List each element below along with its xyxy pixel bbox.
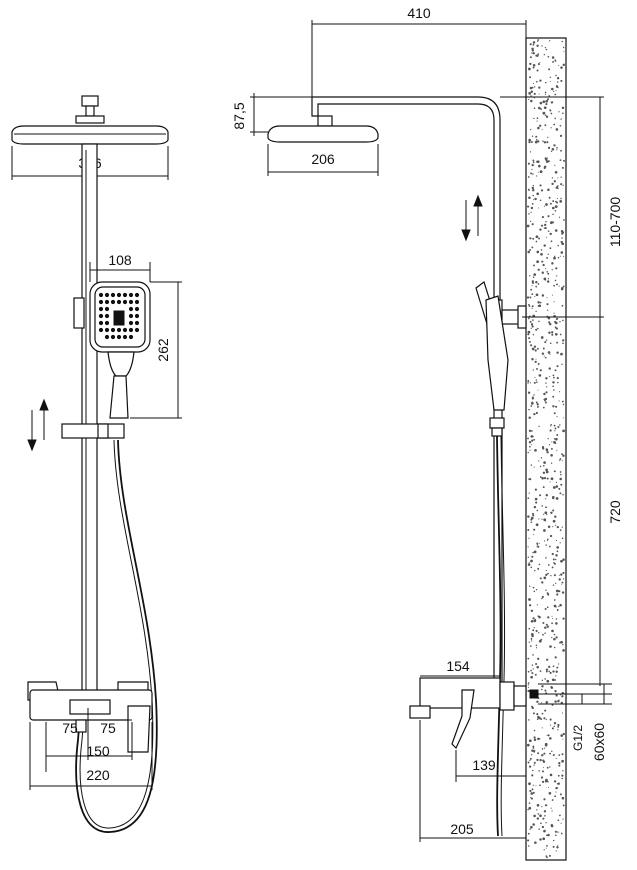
side-head-mount bbox=[317, 115, 333, 127]
label-720: 720 bbox=[607, 500, 623, 524]
dim-arm-reach: 410 bbox=[311, 5, 527, 100]
label-139: 139 bbox=[472, 757, 496, 773]
dim-thread: G1/2 bbox=[571, 694, 585, 751]
side-spout bbox=[409, 705, 431, 719]
side-hose bbox=[496, 435, 502, 837]
front-head-shower bbox=[11, 125, 169, 145]
label-60x60: 60x60 bbox=[591, 723, 607, 761]
front-mixer bbox=[27, 681, 153, 753]
dim-flange: 60x60 bbox=[591, 684, 607, 761]
label-150: 150 bbox=[86, 743, 110, 759]
label-75-left: 75 bbox=[62, 720, 78, 736]
front-top-connector-neck bbox=[85, 105, 95, 117]
dim-spout-offsets: 75 75 bbox=[45, 708, 133, 772]
side-view: 410 87,5 206 110-700 bbox=[231, 5, 623, 861]
label-220: 220 bbox=[86, 767, 110, 783]
label-110-700: 110-700 bbox=[607, 197, 623, 248]
side-slide-arrows bbox=[461, 194, 483, 242]
dim-handset-reach: 205 bbox=[419, 720, 526, 842]
front-head-mount bbox=[75, 115, 105, 124]
dim-mixer-width: 220 bbox=[29, 722, 153, 790]
dim-side-head-width: 206 bbox=[267, 144, 379, 176]
handset-button bbox=[113, 310, 125, 326]
label-205: 205 bbox=[450, 821, 474, 837]
dim-handset-height: 262 bbox=[130, 281, 182, 419]
front-slider-holder bbox=[61, 423, 125, 439]
front-holder-clip bbox=[73, 297, 85, 329]
front-handset bbox=[89, 281, 151, 419]
dim-bar-height: 720 bbox=[599, 317, 623, 686]
side-wall-flange bbox=[513, 685, 527, 707]
dim-head-drop: 87,5 bbox=[231, 93, 312, 136]
dim-mixer-depth: 154 bbox=[420, 658, 500, 677]
front-slide-arrows bbox=[27, 398, 49, 452]
label-206: 206 bbox=[311, 151, 335, 167]
dim-slide-range: 110-700 bbox=[599, 97, 623, 317]
front-hose bbox=[75, 439, 158, 833]
label-87-5: 87,5 bbox=[231, 102, 247, 129]
label-262: 262 bbox=[155, 338, 171, 362]
label-75-right: 75 bbox=[100, 720, 116, 736]
wall-texture bbox=[526, 39, 566, 859]
dim-inlet-spacing: 150 bbox=[46, 743, 132, 759]
handset-nozzles bbox=[98, 292, 140, 340]
side-mixer bbox=[409, 677, 539, 750]
label-410: 410 bbox=[407, 5, 431, 21]
label-g1-2: G1/2 bbox=[571, 725, 585, 751]
dim-lever-depth: 139 bbox=[455, 750, 526, 782]
label-108: 108 bbox=[108, 252, 132, 268]
side-shower-arm bbox=[311, 96, 501, 301]
side-handset bbox=[475, 281, 509, 437]
side-head-shower bbox=[267, 125, 379, 143]
label-154: 154 bbox=[446, 658, 470, 674]
side-handset-holder bbox=[489, 417, 505, 429]
side-mixer-lever bbox=[451, 689, 475, 750]
front-mixer-lever bbox=[127, 705, 151, 753]
handset-handle bbox=[109, 375, 129, 419]
dim-handset-width: 108 bbox=[89, 252, 151, 282]
front-top-connector bbox=[81, 95, 99, 107]
front-view: 306 bbox=[11, 95, 182, 833]
